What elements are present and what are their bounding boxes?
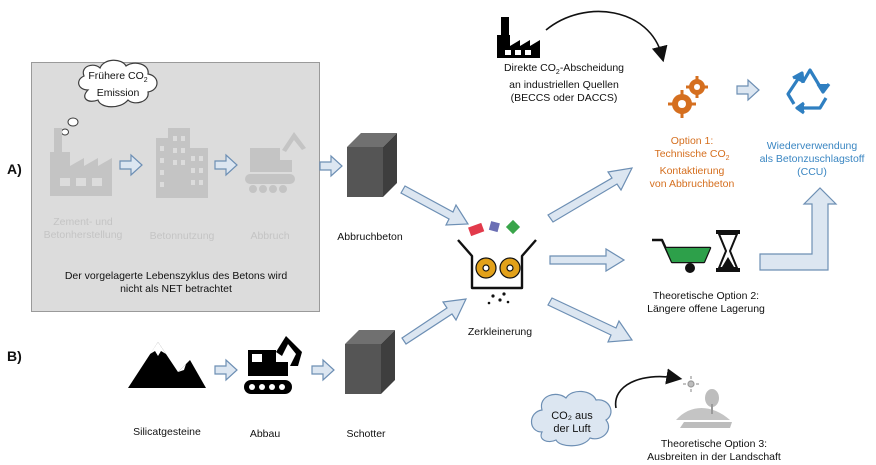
option2-text: Theoretische Option 2: Längere offene La… [647,290,765,315]
excavator-gray-icon [245,132,306,193]
emission-cloud-text: Frühere CO2 Emission [88,70,148,100]
crusher-gear-left [475,257,497,279]
row-b-arrows [214,358,335,382]
arrow-to-abbruchbeton [319,154,343,178]
arrow-to-crusher-bottom [401,298,468,345]
row-label-b: B) [7,348,22,364]
arrow-to-option3 [547,297,634,343]
label-schotter: Schotter [346,428,386,440]
co2-air-cloud-icon [530,390,612,447]
abbruchbeton-cube-icon [347,133,397,197]
arrow-to-recycle [736,78,760,102]
mountains-icon [128,342,206,388]
arrow-to-reuse [759,187,838,271]
label-abbau: Abbau [249,428,281,440]
co2-cloud-text: CO₂ aus der Luft [551,410,593,435]
hourglass-icon [716,230,740,272]
wheelbarrow-icon [652,238,712,273]
curved-arrow-air [614,368,683,409]
emission-cloud-icon [56,59,158,142]
lifecycle-step-demolition: Abbruch [250,230,290,242]
schotter-cube-icon [345,330,395,394]
curved-arrow-capture [545,10,668,63]
label-abbruchbeton: Abbruchbeton [337,231,403,243]
reuse-text: Wiederverwendung als Betonzuschlagstoff … [759,140,865,178]
lifecycle-step-use: Betonnutzung [149,230,215,242]
excavator-black-icon [244,336,302,394]
recycle-icon [786,68,831,115]
crusher-gear-right [499,257,521,279]
label-zerkleinerung: Zerkleinerung [467,326,533,338]
arrow-to-option2 [549,247,626,273]
landscape-icon [676,376,732,428]
cement-factory-icon [50,128,112,196]
industry-factory-icon [497,17,540,58]
arrow-to-option1 [547,167,634,223]
option3-text: Theoretische Option 3: Ausbreiten in der… [647,438,781,463]
panel-arrows [119,153,238,177]
lifecycle-note: Der vorgelagerte Lebenszyklus des Betons… [64,270,288,295]
buildings-icon [156,128,208,198]
row-label-a: A) [7,161,22,177]
lifecycle-step-cement: Zement- und Betonherstellung [43,216,123,241]
crusher-icon [457,219,537,305]
arrow-to-crusher-top [400,185,470,226]
capture-text: Direkte CO2-Abscheidung an industriellen… [503,62,625,105]
label-silicatgesteine: Silicatgesteine [133,426,201,438]
option1-gears-icon [668,76,708,118]
option1-text: Option 1: Technische CO2 Kontaktierung v… [649,135,735,191]
